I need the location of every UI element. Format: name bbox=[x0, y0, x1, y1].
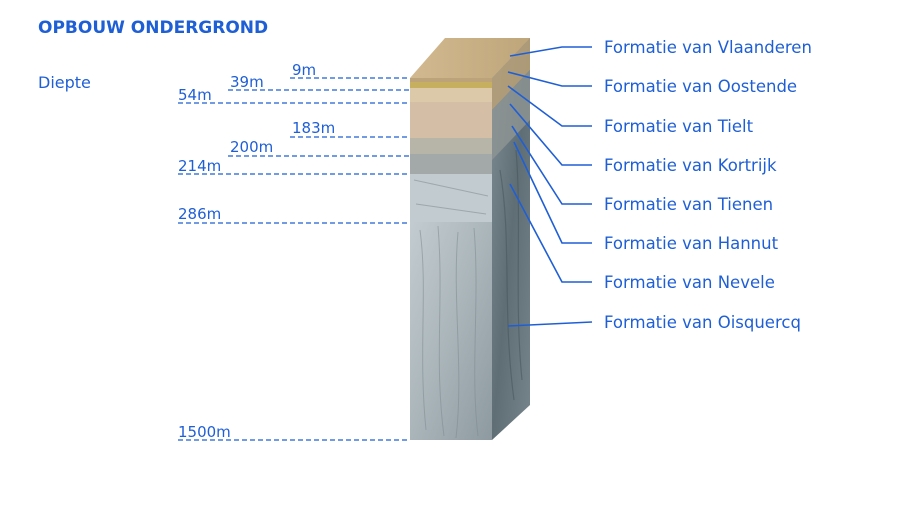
formation-label: Formatie van Tielt bbox=[604, 117, 754, 136]
formation-labels: Formatie van Vlaanderen Formatie van Oos… bbox=[604, 38, 812, 332]
soil-column bbox=[410, 38, 530, 440]
layer-tielt bbox=[410, 88, 492, 102]
layer-oostende bbox=[410, 82, 492, 88]
formation-label: Formatie van Nevele bbox=[604, 273, 775, 292]
depth-label: 200m bbox=[230, 138, 273, 156]
depth-labels: 9m 39m 54m 183m 200m 214m 286m 1500m bbox=[178, 61, 335, 441]
formation-label: Formatie van Kortrijk bbox=[604, 156, 777, 175]
layer-hannut bbox=[410, 154, 492, 174]
layer-vlaanderen bbox=[410, 78, 492, 82]
depth-label: 39m bbox=[230, 73, 264, 91]
depth-label: 1500m bbox=[178, 423, 231, 441]
leader-tielt bbox=[507, 85, 592, 127]
leader-nevele bbox=[509, 183, 592, 283]
layer-tienen bbox=[410, 138, 492, 154]
formation-label: Formatie van Vlaanderen bbox=[604, 38, 812, 57]
formation-label: Formatie van Oostende bbox=[604, 77, 797, 96]
depth-label: 183m bbox=[292, 119, 335, 137]
depth-label: 9m bbox=[292, 61, 316, 79]
leader-kortrijk bbox=[509, 103, 592, 166]
leader-oisquercq bbox=[507, 321, 593, 327]
formation-label: Formatie van Oisquercq bbox=[604, 313, 801, 332]
leader-lines bbox=[507, 46, 593, 327]
depth-label: 214m bbox=[178, 157, 221, 175]
layer-nevele bbox=[410, 174, 492, 222]
formation-label: Formatie van Tienen bbox=[604, 195, 773, 214]
leader-hannut bbox=[513, 141, 592, 244]
depth-axis-label: Diepte bbox=[38, 73, 91, 92]
layer-kortrijk bbox=[410, 102, 492, 138]
depth-label: 286m bbox=[178, 205, 221, 223]
depth-lines bbox=[178, 77, 410, 441]
formation-label: Formatie van Hannut bbox=[604, 234, 779, 253]
page-title: OPBOUW ONDERGROND bbox=[38, 18, 268, 38]
leader-vlaanderen bbox=[509, 46, 592, 57]
column-top-face bbox=[410, 38, 530, 78]
leader-tienen bbox=[511, 125, 592, 205]
leader-oostende bbox=[507, 71, 592, 87]
depth-label: 54m bbox=[178, 86, 212, 104]
rock-texture bbox=[413, 179, 489, 439]
